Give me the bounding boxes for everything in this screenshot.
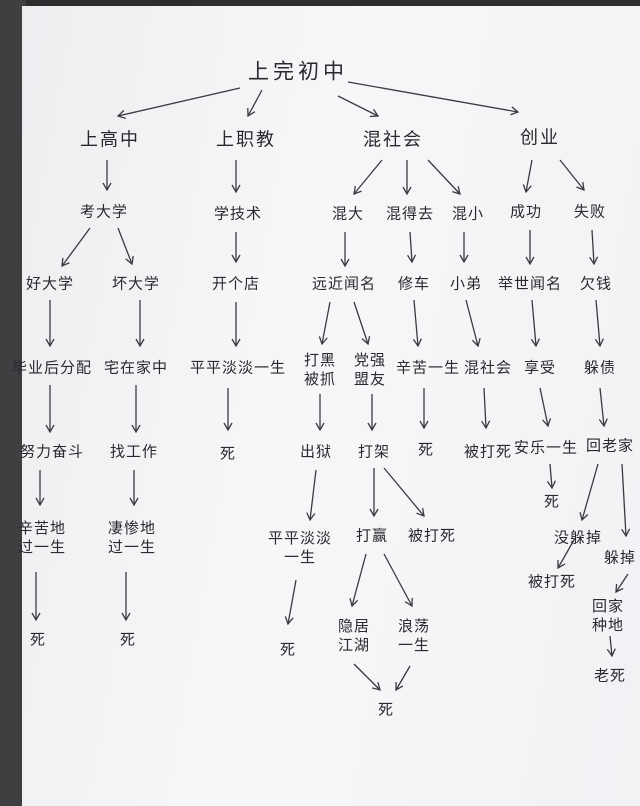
node-huai-daxue: 坏大学 <box>111 274 161 293</box>
node-hun-shehui-2: 混社会 <box>463 358 513 377</box>
arrow-qianqian-duozhai <box>594 299 604 348</box>
node-bei-dasi-3: 被打死 <box>527 572 577 591</box>
node-bei-dasi-2: 被打死 <box>407 526 457 545</box>
node-si-7: 死 <box>543 492 561 511</box>
arrow-duodiao-huijia <box>615 573 629 594</box>
arrow-daying-yinju <box>349 553 367 608</box>
node-langdang-yisheng: 浪荡 一生 <box>397 617 431 654</box>
node-xiang-shou: 享受 <box>523 358 557 377</box>
node-mei-duodiao: 没躲掉 <box>553 528 603 547</box>
node-si-6: 死 <box>377 700 395 719</box>
node-hun-shehui: 混社会 <box>363 129 423 151</box>
node-zhao-gongzuo: 找工作 <box>109 442 159 461</box>
node-si-4: 死 <box>417 440 435 459</box>
node-dang-qiang: 党强 盟友 <box>353 351 387 388</box>
node-hui-laojia: 回老家 <box>585 436 635 455</box>
arrow-hundequ-xiuche <box>407 231 417 264</box>
photo-top-edge <box>0 0 640 8</box>
node-huijia-zhongdi: 回家 种地 <box>591 597 625 634</box>
node-xinku-yisheng: 辛苦地 过一生 <box>17 519 67 556</box>
arrow-yinju-si <box>353 663 381 691</box>
arrow-chuangye-chenggong <box>522 159 533 194</box>
node-pingping-danqsheng: 平平淡淡一生 <box>189 358 287 377</box>
arrow-huijia-laosi <box>606 635 616 658</box>
node-xiao-di: 小弟 <box>449 274 483 293</box>
node-root: 上完初中 <box>248 59 348 84</box>
node-xue-jishu: 学技术 <box>213 204 263 223</box>
arrow-hunshehui-hunda <box>353 159 383 196</box>
node-si-5: 死 <box>279 640 297 659</box>
node-si-1: 死 <box>29 630 47 649</box>
node-chuangye: 创业 <box>520 127 560 149</box>
arrow-jushi-xiangshou <box>530 299 540 348</box>
node-zai-jiazhong: 宅在家中 <box>103 358 169 377</box>
node-si-2: 死 <box>119 630 137 649</box>
arrow-root-to-hunshehui <box>337 95 380 118</box>
node-chenggong: 成功 <box>509 202 543 221</box>
node-yuanjin-wenming: 远近闻名 <box>311 274 377 293</box>
arrow-huilaojia-meiduodiao <box>579 463 599 522</box>
node-nuli-fendou: 努力奋斗 <box>19 442 85 461</box>
node-shibai: 失败 <box>573 202 607 221</box>
node-chu-yu: 出狱 <box>299 442 333 461</box>
node-hun-xiao: 混小 <box>451 204 485 223</box>
node-qican-yisheng: 凄惨地 过一生 <box>107 519 157 556</box>
node-qian-qian: 欠钱 <box>579 274 613 293</box>
photo-left-edge <box>0 0 26 806</box>
node-dahei-beizhua: 打黑 被抓 <box>303 351 337 388</box>
arrow-root-to-gaozhong <box>116 87 241 119</box>
node-xiu-che: 修车 <box>397 274 431 293</box>
node-lao-si: 老死 <box>593 666 627 685</box>
arrow-duozhai-huilaojia <box>598 387 608 428</box>
arrow-chuyu-pingdan2 <box>306 469 317 522</box>
arrow-xiuche-xinku2 <box>412 299 422 348</box>
node-si-3: 死 <box>219 444 237 463</box>
arrow-xiangshou-anle <box>539 387 552 428</box>
arrow-huilaojia-duodiao <box>621 463 631 538</box>
arrow-hunshehui2-beidasi <box>481 387 491 430</box>
arrow-kaodaxue-haodaxue <box>61 227 91 268</box>
node-da-jia: 打架 <box>357 442 391 461</box>
arrow-daying-langdang <box>383 553 413 608</box>
arrow-chuangye-shibai <box>559 159 585 192</box>
node-anle-yisheng: 安乐一生 <box>513 438 579 457</box>
arrow-anle-si <box>546 463 556 490</box>
node-shang-zhijiao: 上职教 <box>216 129 276 151</box>
node-xinku-yisheng-2: 辛苦一生 <box>395 358 461 377</box>
node-kao-daxue: 考大学 <box>79 202 129 221</box>
arrow-dajia-beidasi2 <box>383 467 425 518</box>
arrow-xiaodi-hunshehui2 <box>465 299 481 348</box>
node-hun-da: 混大 <box>331 204 365 223</box>
node-kai-ge-dian: 开个店 <box>211 274 261 293</box>
arrow-meiduodiao-beidasi <box>557 539 575 570</box>
arrow-kaodaxue-huaidaxue <box>117 227 134 266</box>
arrow-root-to-zhijiao <box>247 89 263 118</box>
arrow-pingdan2-si <box>284 579 297 626</box>
arrow-shibai-qianqian <box>589 229 599 266</box>
paper-sheet <box>22 6 640 806</box>
node-duo-zhai: 躲债 <box>583 358 617 377</box>
node-bei-dasi-1: 被打死 <box>463 442 513 461</box>
node-yinju-jianghu: 隐居 江湖 <box>337 617 371 654</box>
node-da-ying: 打赢 <box>355 526 389 545</box>
arrow-hunshehui-hunxiao <box>427 159 461 195</box>
arrow-yuanjin-dahei <box>318 301 331 346</box>
node-pingping-danqsheng-2: 平平淡淡 一生 <box>267 529 333 566</box>
arrow-yuanjin-dangqiang <box>353 301 371 346</box>
node-biye-fenpei: 毕业后分配 <box>11 358 93 377</box>
node-hun-de-qu: 混得去 <box>385 204 435 223</box>
node-duo-diao: 躲掉 <box>603 548 637 567</box>
node-shang-gaozhong: 上高中 <box>80 129 140 151</box>
node-hao-daxue: 好大学 <box>25 274 75 293</box>
node-jushi-wenming: 举世闻名 <box>497 274 563 293</box>
arrow-langdang-si <box>395 665 411 692</box>
arrow-root-to-chuangye <box>347 81 520 116</box>
